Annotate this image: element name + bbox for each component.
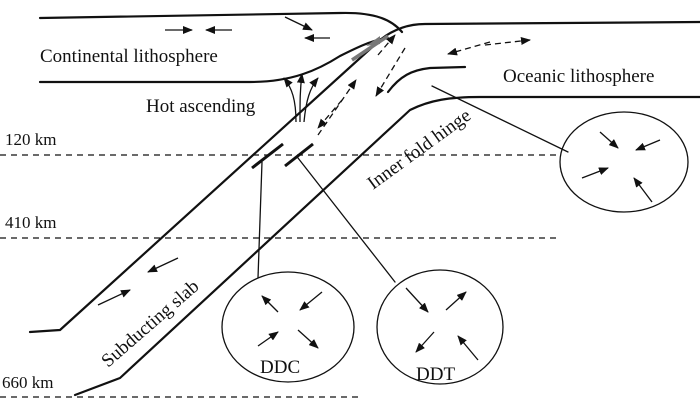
continental-arrow-diagonal <box>284 16 313 31</box>
ddt-focal-arrow-3 <box>415 331 435 353</box>
ddt-focal-arrow-4 <box>457 335 479 361</box>
trench-fault-halfarrow <box>366 36 380 46</box>
slab-flow-arrow-down <box>147 257 179 273</box>
slab-lower-surface <box>73 95 700 397</box>
slab-dashed-arrow-up-2 <box>377 34 396 56</box>
ddc-zone-bar <box>251 142 284 170</box>
depth-label-410: 410 km <box>5 213 56 232</box>
depth-label-660: 660 km <box>2 373 53 392</box>
ddc-focal-circle <box>221 271 355 383</box>
oceanic-leader-line <box>431 85 569 153</box>
ddc-focal-arrow-3 <box>257 331 279 347</box>
oceanic-focal-arrow-3 <box>581 167 609 179</box>
oceanic-dashed-arrow-right <box>484 37 531 46</box>
oceanic-focal-arrow-2 <box>635 139 661 151</box>
ddc-label: DDC <box>260 357 300 378</box>
ddt-leader-line <box>297 157 396 283</box>
continental-lithosphere-label: Continental lithosphere <box>40 46 218 67</box>
ddc-leader-line <box>257 161 263 279</box>
slab-dashed-arrow-up-1 <box>317 79 357 136</box>
ddt-focal-arrow-2 <box>445 291 467 311</box>
trench-fault-marker <box>351 34 389 62</box>
oceanic-focal-arrow-1 <box>599 131 619 149</box>
ddc-focal-arrow-4 <box>297 329 319 349</box>
hot-ascending-arrow-mid <box>296 73 305 123</box>
continental-plate-top <box>38 11 404 34</box>
continental-plate-bottom <box>38 36 390 84</box>
ddc-focal-arrow-1 <box>261 295 279 313</box>
oceanic-lithosphere-label: Oceanic lithosphere <box>503 66 654 87</box>
oceanic-dashed-arrow-left <box>447 41 491 56</box>
ddt-label: DDT <box>416 364 455 385</box>
ddt-focal-arrow-1 <box>405 287 429 313</box>
inner-fold-hinge-label: Inner fold hinge <box>364 105 475 194</box>
hot-ascending-arrow-left <box>283 77 297 123</box>
ddt-focal-circle <box>376 269 504 385</box>
depth-label-120: 120 km <box>5 130 56 149</box>
slab-dashed-arrow-down-2 <box>317 99 343 129</box>
hot-ascending-arrow-right <box>303 77 319 123</box>
ddt-zone-bar <box>284 142 314 168</box>
hot-ascending-label: Hot ascending <box>146 96 256 117</box>
oceanic-focal-circle <box>559 111 689 213</box>
oceanic-plate-inner-surface <box>386 65 467 94</box>
ddc-focal-arrow-2 <box>299 291 323 311</box>
subducting-slab-label: Subducting slab <box>98 276 204 372</box>
oceanic-focal-arrow-4 <box>633 177 653 203</box>
slab-flow-arrow-up <box>97 289 131 306</box>
